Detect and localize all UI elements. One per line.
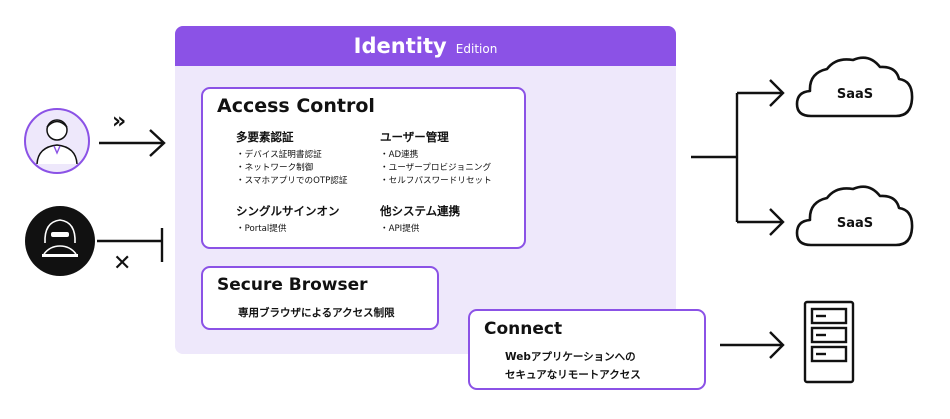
server-icon	[803, 300, 855, 384]
list-item: ・ユーザープロビジョニング	[380, 163, 492, 173]
connect-server-arrow	[720, 331, 785, 359]
list-item: ・デバイス証明書認証	[236, 150, 322, 160]
user-management-section: ユーザー管理 ・AD連携 ・ユーザープロビジョニング ・セルフパスワードリセット	[380, 129, 492, 188]
list-item: ・AD連携	[380, 150, 419, 160]
connect-title: Connect	[484, 319, 563, 339]
list-item: ・Portal提供	[236, 224, 287, 234]
section-heading: 他システム連携	[380, 204, 461, 218]
blocked-cross-icon: ✕	[113, 251, 132, 276]
secure-browser-title: Secure Browser	[217, 275, 368, 295]
sso-section: シングルサインオン ・Portal提供	[236, 203, 340, 236]
list-item: ・API提供	[380, 224, 420, 234]
section-heading: 多要素認証	[236, 130, 294, 144]
list-item: ・セルフパスワードリセット	[380, 176, 492, 186]
saas-label: SaaS	[836, 216, 874, 231]
identity-title: Identity	[353, 34, 447, 58]
saas-label: SaaS	[836, 87, 874, 102]
hacker-blocked-line	[97, 228, 164, 262]
identity-edition-label: Edition	[455, 42, 498, 56]
hacker-icon	[25, 206, 95, 276]
mfa-section: 多要素認証 ・デバイス証明書認証 ・ネットワーク制御 ・スマホアプリでのOTP認…	[236, 129, 347, 188]
list-item: ・スマホアプリでのOTP認証	[236, 176, 348, 186]
access-control-box: Access Control 多要素認証 ・デバイス証明書認証 ・ネットワーク制…	[201, 87, 526, 249]
secure-browser-description: 専用ブラウザによるアクセス制限	[238, 307, 395, 319]
saas-branch-connector	[691, 79, 785, 236]
section-heading: シングルサインオン	[236, 204, 340, 218]
allowed-chevron-icon: »	[112, 109, 127, 134]
identity-edition-header: Identity Edition	[175, 26, 676, 66]
user-avatar-icon	[24, 108, 90, 174]
connect-description-line: Webアプリケーションへの	[505, 351, 636, 363]
connect-description: Webアプリケーションへの セキュアなリモートアクセス	[505, 348, 641, 384]
connect-box: Connect Webアプリケーションへの セキュアなリモートアクセス	[468, 309, 706, 390]
access-control-title: Access Control	[217, 95, 375, 117]
user-access-arrow	[99, 129, 166, 157]
connect-description-line: セキュアなリモートアクセス	[505, 369, 641, 381]
saas-cloud-icon	[795, 185, 914, 247]
secure-browser-box: Secure Browser 専用ブラウザによるアクセス制限	[201, 266, 439, 330]
section-heading: ユーザー管理	[380, 130, 449, 144]
system-integration-section: 他システム連携 ・API提供	[380, 203, 460, 236]
saas-cloud-icon	[795, 56, 914, 118]
list-item: ・ネットワーク制御	[236, 163, 314, 173]
